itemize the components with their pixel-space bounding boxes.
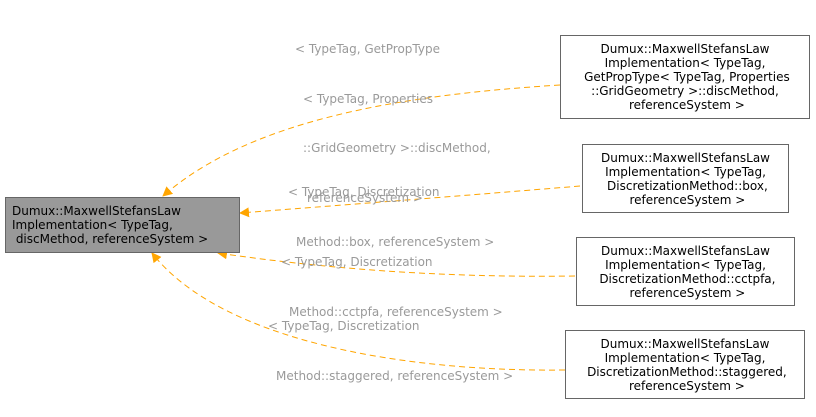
edge-label-4: < TypeTag, Discretization Method::stagge… bbox=[268, 285, 513, 417]
base-class-line-2: Implementation< TypeTag, bbox=[12, 218, 173, 232]
node-3-line-3: DiscretizationMethod::cctpfa, bbox=[595, 271, 776, 286]
edges-layer bbox=[151, 84, 581, 371]
derived-class-node-getproptype[interactable]: Dumux::MaxwellStefansLaw Implementation<… bbox=[560, 35, 810, 119]
derived-class-node-staggered[interactable]: Dumux::MaxwellStefansLaw Implementation<… bbox=[565, 330, 805, 399]
derived-class-node-cctpfa[interactable]: Dumux::MaxwellStefansLaw Implementation<… bbox=[576, 237, 795, 306]
edge-label-2-line-1: < TypeTag, Discretization bbox=[288, 185, 440, 199]
derived-class-node-box[interactable]: Dumux::MaxwellStefansLaw Implementation<… bbox=[582, 144, 789, 213]
edge-label-4-line-1: < TypeTag, Discretization bbox=[268, 319, 420, 333]
edge-label-1-line-1: < TypeTag, GetPropType bbox=[295, 42, 440, 56]
edge-label-1-line-2: < TypeTag, Properties bbox=[303, 91, 434, 106]
node-1-line-3: GetPropType< TypeTag, Properties bbox=[580, 70, 790, 84]
edge-label-3-line-2: Method::cctpfa, referenceSystem > bbox=[289, 304, 503, 319]
base-class-line-1: Dumux::MaxwellStefansLaw bbox=[12, 204, 181, 218]
node-2-line-2: Implementation< TypeTag, bbox=[605, 164, 766, 179]
node-1-line-1: Dumux::MaxwellStefansLaw bbox=[600, 42, 770, 56]
node-3-line-4: referenceSystem > bbox=[625, 285, 746, 300]
edge-label-3-line-1: < TypeTag, Discretization bbox=[281, 255, 433, 269]
base-class-node[interactable]: Dumux::MaxwellStefansLaw Implementation<… bbox=[5, 197, 240, 253]
edge-label-2: < TypeTag, Discretization Method::box, r… bbox=[288, 151, 494, 283]
edge-label-2-line-2: Method::box, referenceSystem > bbox=[296, 234, 495, 249]
edge-label-4-line-2: Method::staggered, referenceSystem > bbox=[276, 368, 514, 383]
edge-label-1: < TypeTag, GetPropType < TypeTag, Proper… bbox=[295, 8, 491, 239]
node-3-line-2: Implementation< TypeTag, bbox=[605, 257, 766, 272]
node-2-line-3: DiscretizationMethod::box, bbox=[603, 178, 768, 193]
node-2-line-4: referenceSystem > bbox=[625, 192, 746, 207]
node-1-line-2: Implementation< TypeTag, bbox=[604, 56, 766, 70]
inheritance-diagram: Dumux::MaxwellStefansLaw Implementation<… bbox=[5, 8, 810, 399]
node-3-line-1: Dumux::MaxwellStefansLaw bbox=[601, 243, 770, 258]
base-class-line-3: discMethod, referenceSystem > bbox=[12, 232, 209, 246]
edge-label-1-line-4: referenceSystem > bbox=[307, 190, 423, 205]
node-4-line-1: Dumux::MaxwellStefansLaw bbox=[600, 336, 770, 351]
edge-label-1-line-3: ::GridGeometry >::discMethod, bbox=[303, 141, 491, 155]
node-1-line-5: referenceSystem > bbox=[625, 98, 745, 112]
edge-label-3: < TypeTag, Discretization Method::cctpfa… bbox=[281, 221, 503, 353]
node-4-line-3: DiscretizationMethod::staggered, bbox=[583, 364, 787, 379]
inheritance-edge-2 bbox=[239, 185, 581, 218]
inheritance-edge-3 bbox=[217, 249, 576, 277]
inheritance-edge-1 bbox=[162, 84, 561, 197]
node-4-line-4: referenceSystem > bbox=[625, 378, 745, 393]
node-1-line-4: ::GridGeometry >::discMethod, bbox=[591, 84, 779, 98]
node-2-line-1: Dumux::MaxwellStefansLaw bbox=[601, 150, 770, 165]
node-4-line-2: Implementation< TypeTag, bbox=[604, 350, 766, 365]
inheritance-edge-4 bbox=[151, 252, 566, 371]
